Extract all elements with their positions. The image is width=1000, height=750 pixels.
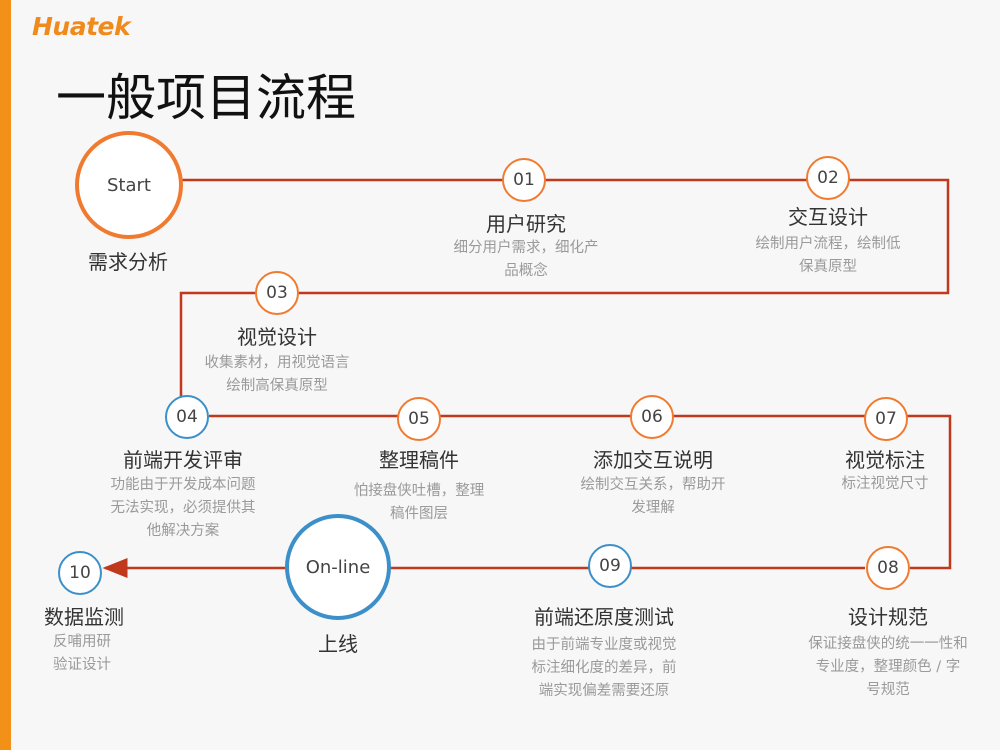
- step-01-node: 01: [502, 158, 546, 202]
- step-02-desc: 绘制用户流程，绘制低 保真原型: [756, 233, 901, 279]
- step-08-node: 08: [866, 546, 910, 590]
- step-05-title: 整理稿件: [379, 448, 459, 472]
- desc-line: 收集素材，用视觉语言: [204, 355, 350, 371]
- step-number: 07: [875, 409, 897, 429]
- desc-line: 标注视觉尺寸: [841, 476, 929, 492]
- start-node: Start: [75, 131, 183, 239]
- start-caption: 需求分析: [88, 250, 168, 274]
- step-05-node: 05: [397, 397, 441, 441]
- desc-line: 稿件图层: [390, 506, 448, 522]
- desc-line: 端实现偏差需要还原: [538, 683, 670, 699]
- step-07-desc: 标注视觉尺寸: [842, 473, 929, 496]
- step-number: 09: [599, 556, 621, 576]
- brand-logo: Huatek: [32, 12, 131, 41]
- step-04-desc: 功能由于开发成本问题 无法实现，必须提供其 他解决方案: [111, 474, 256, 543]
- step-03-desc: 收集素材，用视觉语言 绘制高保真原型: [205, 352, 350, 398]
- desc-line: 号规范: [866, 682, 910, 698]
- step-number: 06: [641, 407, 663, 427]
- desc-line: 验证设计: [53, 657, 111, 673]
- desc-line: 保证接盘侠的统一一性和: [808, 636, 968, 652]
- step-number: 08: [877, 558, 899, 578]
- desc-line: 无法实现，必须提供其: [110, 500, 256, 516]
- desc-line: 标注细化度的差异，前: [531, 660, 677, 676]
- step-number: 10: [69, 563, 91, 583]
- flow-line-row1: [179, 178, 950, 398]
- step-06-desc: 绘制交互关系，帮助开 发理解: [581, 474, 726, 520]
- online-node: On-line: [285, 514, 391, 620]
- online-label: On-line: [305, 556, 371, 578]
- step-07-node: 07: [864, 397, 908, 441]
- step-10-desc: 反哺用研 验证设计: [53, 631, 111, 677]
- step-01-desc: 细分用户需求，细化产 品概念: [454, 237, 599, 283]
- step-03-node: 03: [255, 271, 299, 315]
- step-08-title: 设计规范: [848, 605, 928, 629]
- desc-line: 品概念: [504, 263, 548, 279]
- desc-line: 绘制交互关系，帮助开: [580, 477, 726, 493]
- desc-line: 发理解: [631, 500, 675, 516]
- desc-line: 由于前端专业度或视觉: [531, 637, 677, 653]
- step-06-node: 06: [630, 395, 674, 439]
- page-title: 一般项目流程: [56, 69, 356, 127]
- desc-line: 功能由于开发成本问题: [110, 477, 256, 493]
- step-09-node: 09: [588, 544, 632, 588]
- step-10-node: 10: [58, 551, 102, 595]
- desc-line: 反哺用研: [53, 634, 111, 650]
- step-number: 01: [513, 170, 535, 190]
- step-number: 02: [817, 168, 839, 188]
- step-03-title: 视觉设计: [237, 325, 317, 349]
- side-accent-bar: [0, 0, 11, 750]
- desc-line: 他解决方案: [146, 523, 220, 539]
- step-05-desc: 怕接盘侠吐槽，整理 稿件图层: [354, 480, 485, 526]
- step-number: 03: [266, 283, 288, 303]
- start-label: Start: [107, 174, 151, 196]
- step-07-title: 视觉标注: [845, 448, 925, 472]
- step-08-desc: 保证接盘侠的统一一性和 专业度，整理颜色 / 字 号规范: [808, 633, 968, 702]
- step-number: 04: [176, 407, 198, 427]
- desc-line: 保真原型: [799, 259, 857, 275]
- desc-line: 绘制用户流程，绘制低: [755, 236, 901, 252]
- step-number: 05: [408, 409, 430, 429]
- desc-line: 细分用户需求，细化产: [453, 240, 599, 256]
- step-10-title: 数据监测: [44, 605, 124, 629]
- step-09-desc: 由于前端专业度或视觉 标注细化度的差异，前 端实现偏差需要还原: [532, 634, 677, 703]
- flow-line-row2: [209, 414, 952, 570]
- step-04-node: 04: [165, 395, 209, 439]
- step-02-title: 交互设计: [788, 205, 868, 229]
- desc-line: 怕接盘侠吐槽，整理: [353, 483, 485, 499]
- step-02-node: 02: [806, 156, 850, 200]
- online-caption: 上线: [318, 632, 358, 656]
- step-09-title: 前端还原度测试: [534, 605, 674, 629]
- step-04-title: 前端开发评审: [123, 448, 243, 472]
- desc-line: 专业度，整理颜色 / 字: [815, 659, 961, 675]
- step-01-title: 用户研究: [486, 212, 566, 236]
- step-06-title: 添加交互说明: [593, 448, 713, 472]
- desc-line: 绘制高保真原型: [226, 378, 328, 394]
